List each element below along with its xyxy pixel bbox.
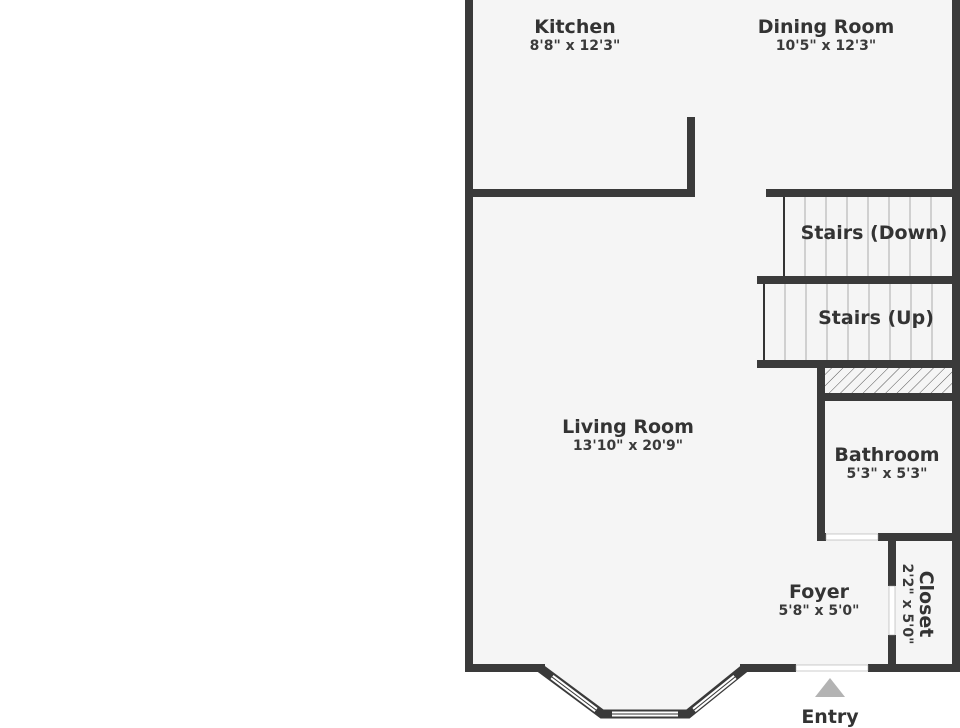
room-stairs-up: Stairs (Up)	[818, 307, 934, 329]
room-dims: 10'5" x 12'3"	[775, 38, 877, 54]
room-dining: Dining Room 10'5" x 12'3"	[758, 16, 895, 54]
room-name: Dining Room	[757, 16, 895, 38]
room-foyer: Foyer 5'8" x 5'0"	[779, 581, 860, 619]
room-bathroom: Bathroom 5'3" x 5'3"	[834, 444, 939, 482]
bay-window	[537, 664, 748, 719]
entry-label: Entry	[801, 706, 859, 728]
room-closet: Closet 2'2" x 5'0"	[899, 554, 937, 654]
room-name: Foyer	[789, 581, 849, 603]
closet-door	[888, 585, 896, 636]
room-name: Living Room	[562, 416, 694, 438]
entry-door	[795, 664, 869, 672]
room-name: Closet	[915, 570, 937, 638]
hatched-area	[824, 368, 954, 393]
stairs-up-treads	[784, 284, 933, 360]
room-dims: 8'8" x 12'3"	[529, 38, 621, 54]
floor-area	[469, 0, 960, 714]
room-stairs-down: Stairs (Down)	[801, 222, 948, 244]
room-name: Stairs (Up)	[818, 307, 934, 329]
room-name: Stairs (Down)	[800, 222, 948, 244]
bathroom-door	[825, 533, 879, 541]
room-name: Bathroom	[834, 444, 940, 466]
room-name: Kitchen	[534, 16, 616, 38]
room-dims: 5'3" x 5'3"	[846, 466, 928, 482]
walls	[465, 0, 960, 672]
room-kitchen: Kitchen 8'8" x 12'3"	[530, 16, 621, 54]
entry-arrow-icon	[815, 678, 845, 697]
room-dims: 13'10" x 20'9"	[572, 438, 684, 454]
room-living: Living Room 13'10" x 20'9"	[562, 416, 694, 454]
stairs-down-treads	[804, 197, 932, 277]
room-dims: 5'8" x 5'0"	[778, 603, 860, 619]
room-dims: 2'2" x 5'0"	[899, 563, 915, 645]
